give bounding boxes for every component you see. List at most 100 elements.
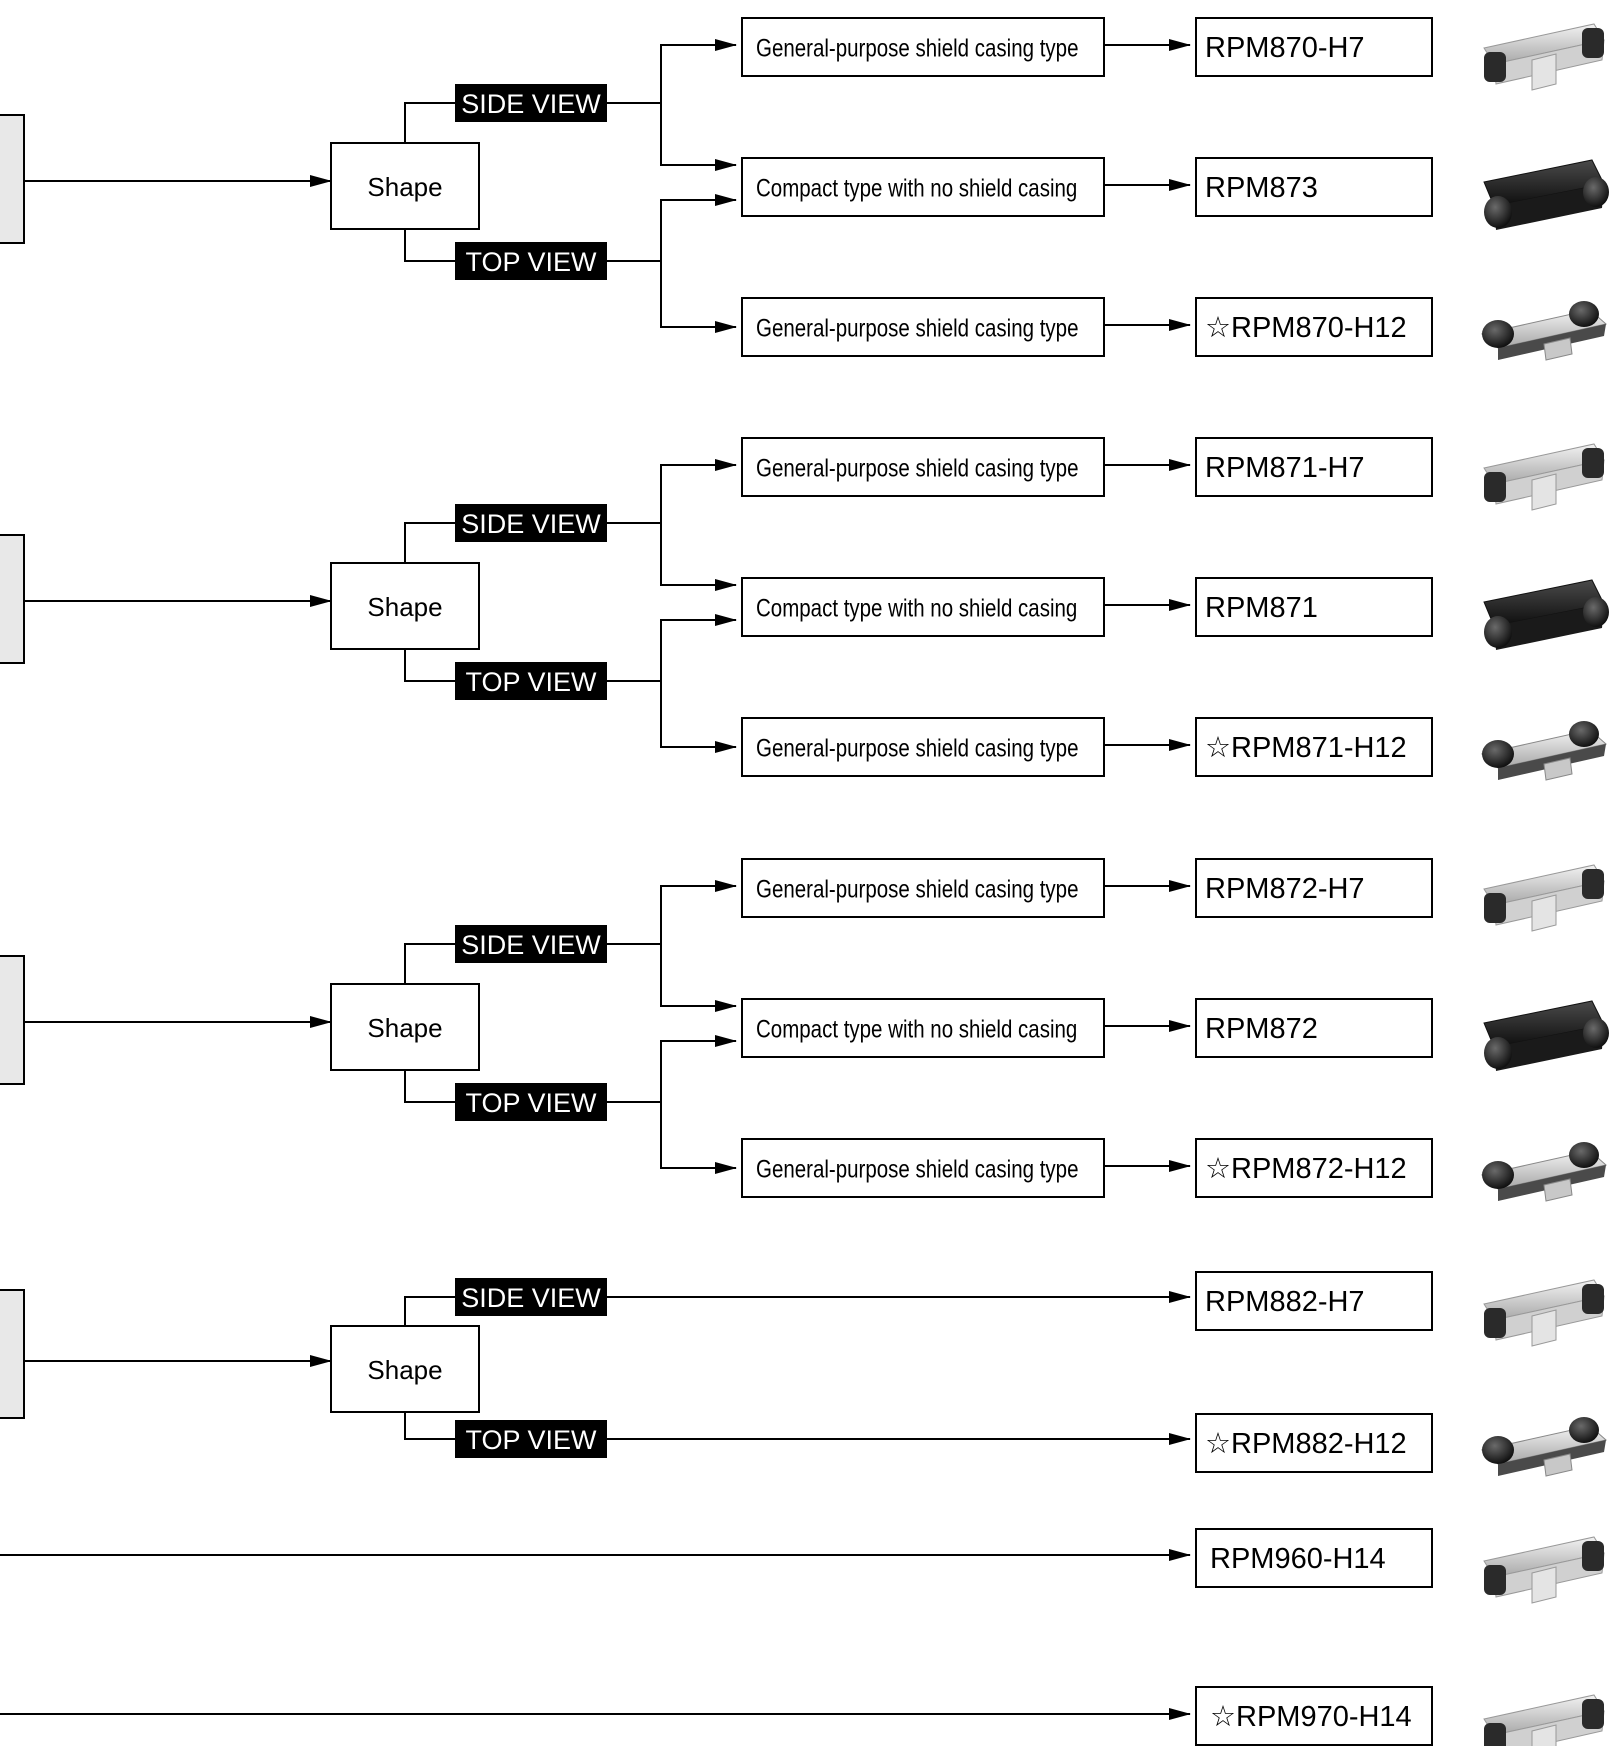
group-4-shape-label: Shape [367, 1355, 442, 1385]
group-4-side-connector [405, 1297, 455, 1326]
group-3-branch-3-model-label: ☆RPM872-H12 [1205, 1153, 1407, 1185]
group-3-branch-2-type-label: Compact type with no shield casing [756, 1015, 1077, 1043]
lens-right [1583, 1018, 1609, 1048]
group-2-top-to-shield-arrow [661, 681, 736, 747]
group-2-source-box [0, 535, 24, 663]
group-3-side-to-shield-arrow [607, 886, 736, 944]
direct-2-model-label: ☆RPM970-H14 [1210, 1701, 1412, 1733]
group-2-branch-2-product-photo [1484, 580, 1609, 650]
lens-right [1582, 1541, 1604, 1571]
group-2-branch-3-type-label: General-purpose shield casing type [756, 734, 1078, 762]
group-3-top-connector [405, 1070, 455, 1102]
lens-right [1583, 177, 1609, 207]
lens-left [1484, 1308, 1506, 1338]
group-3-source-box [0, 956, 24, 1084]
group-1-side-to-compact-arrow [661, 103, 736, 165]
group-3-top-view-label: TOP VIEW [465, 1088, 597, 1118]
group-3-branch-1-product-photo [1484, 865, 1604, 931]
lens-left [1484, 472, 1506, 502]
group-2-side-connector [405, 523, 455, 563]
module-tab [1532, 1567, 1556, 1603]
group-1-side-view-label: SIDE VIEW [461, 89, 601, 119]
lens-right [1569, 1417, 1599, 1443]
group-3-side-to-compact-arrow [661, 944, 736, 1006]
lens-left [1482, 320, 1514, 348]
group-1-branch-3-product-photo [1482, 301, 1606, 360]
group-1-branch-2-type-label: Compact type with no shield casing [756, 174, 1077, 202]
lens-left [1484, 1565, 1506, 1595]
group-3-side-connector [405, 944, 455, 984]
group-1-top-connector [405, 229, 455, 261]
lens-left [1484, 1037, 1512, 1069]
group-2-branch-3-product-photo [1482, 721, 1606, 780]
group-3-branch-1-model-label: RPM872-H7 [1205, 873, 1365, 905]
group-1-branch-3-type-label: General-purpose shield casing type [756, 314, 1078, 342]
group-2-top-to-compact-arrow [607, 620, 736, 681]
group-4-side-model-label: RPM882-H7 [1205, 1286, 1365, 1318]
module-tab [1532, 1310, 1556, 1346]
lens-right [1582, 1284, 1604, 1314]
module-tab [1532, 54, 1556, 90]
group-1-source-box [0, 115, 24, 243]
group-2-side-to-shield-arrow [607, 465, 736, 523]
group-3-top-to-shield-arrow [661, 1102, 736, 1168]
group-4-top-connector [405, 1412, 455, 1439]
lens-left [1484, 1723, 1506, 1746]
group-2-side-view-label: SIDE VIEW [461, 509, 601, 539]
lens-left [1484, 196, 1512, 228]
group-3-side-view-label: SIDE VIEW [461, 930, 601, 960]
group-2-branch-1-product-photo [1484, 444, 1604, 510]
group-1-branch-3-model-label: ☆RPM870-H12 [1205, 312, 1407, 344]
group-4-side-product-photo [1484, 1280, 1604, 1346]
group-2-side-to-compact-arrow [661, 523, 736, 585]
group-3-branch-1-type-label: General-purpose shield casing type [756, 875, 1078, 903]
group-4-top-view-label: TOP VIEW [465, 1425, 597, 1455]
group-1-branch-2-product-photo [1484, 160, 1609, 230]
group-2-branch-2-type-label: Compact type with no shield casing [756, 594, 1077, 622]
group-3-branch-2-model-label: RPM872 [1205, 1013, 1318, 1045]
group-2-top-connector [405, 649, 455, 681]
group-1-branch-1-model-label: RPM870-H7 [1205, 32, 1365, 64]
module-tab [1532, 895, 1556, 931]
lens-left [1482, 740, 1514, 768]
group-3-shape-label: Shape [367, 1013, 442, 1043]
lens-right [1569, 721, 1599, 747]
group-1-top-to-compact-arrow [607, 200, 736, 261]
group-2-shape-label: Shape [367, 592, 442, 622]
group-2-top-view-label: TOP VIEW [465, 667, 597, 697]
group-2-branch-1-type-label: General-purpose shield casing type [756, 454, 1078, 482]
lens-right [1569, 1142, 1599, 1168]
group-4-source-box [0, 1290, 24, 1418]
lens-left [1484, 893, 1506, 923]
group-1-branch-1-product-photo [1484, 24, 1604, 90]
group-3-branch-3-type-label: General-purpose shield casing type [756, 1155, 1078, 1183]
lens-right [1569, 301, 1599, 327]
group-2-branch-3-model-label: ☆RPM871-H12 [1205, 732, 1407, 764]
group-1-side-to-shield-arrow [607, 45, 736, 103]
group-1-branch-2-model-label: RPM873 [1205, 172, 1318, 204]
group-3-top-to-compact-arrow [607, 1041, 736, 1102]
group-3-branch-2-product-photo [1484, 1001, 1609, 1071]
group-1-side-connector [405, 103, 455, 143]
group-4-top-model-label: ☆RPM882-H12 [1205, 1428, 1407, 1460]
group-1-top-to-shield-arrow [661, 261, 736, 327]
group-1-branch-1-type-label: General-purpose shield casing type [756, 34, 1078, 62]
group-4-side-view-label: SIDE VIEW [461, 1283, 601, 1313]
direct-2-product-photo [1484, 1695, 1604, 1746]
lens-right [1582, 869, 1604, 899]
group-3-branch-3-product-photo [1482, 1142, 1606, 1201]
group-2-branch-2-model-label: RPM871 [1205, 592, 1318, 624]
group-4-top-product-photo [1482, 1417, 1606, 1476]
group-1-shape-label: Shape [367, 172, 442, 202]
lens-right [1582, 1699, 1604, 1729]
lens-right [1582, 448, 1604, 478]
lens-left [1484, 616, 1512, 648]
lens-left [1484, 52, 1506, 82]
lens-left [1482, 1436, 1514, 1464]
group-2-branch-1-model-label: RPM871-H7 [1205, 452, 1365, 484]
direct-1-product-photo [1484, 1537, 1604, 1603]
lens-left [1482, 1161, 1514, 1189]
group-1-top-view-label: TOP VIEW [465, 247, 597, 277]
module-tab [1532, 474, 1556, 510]
